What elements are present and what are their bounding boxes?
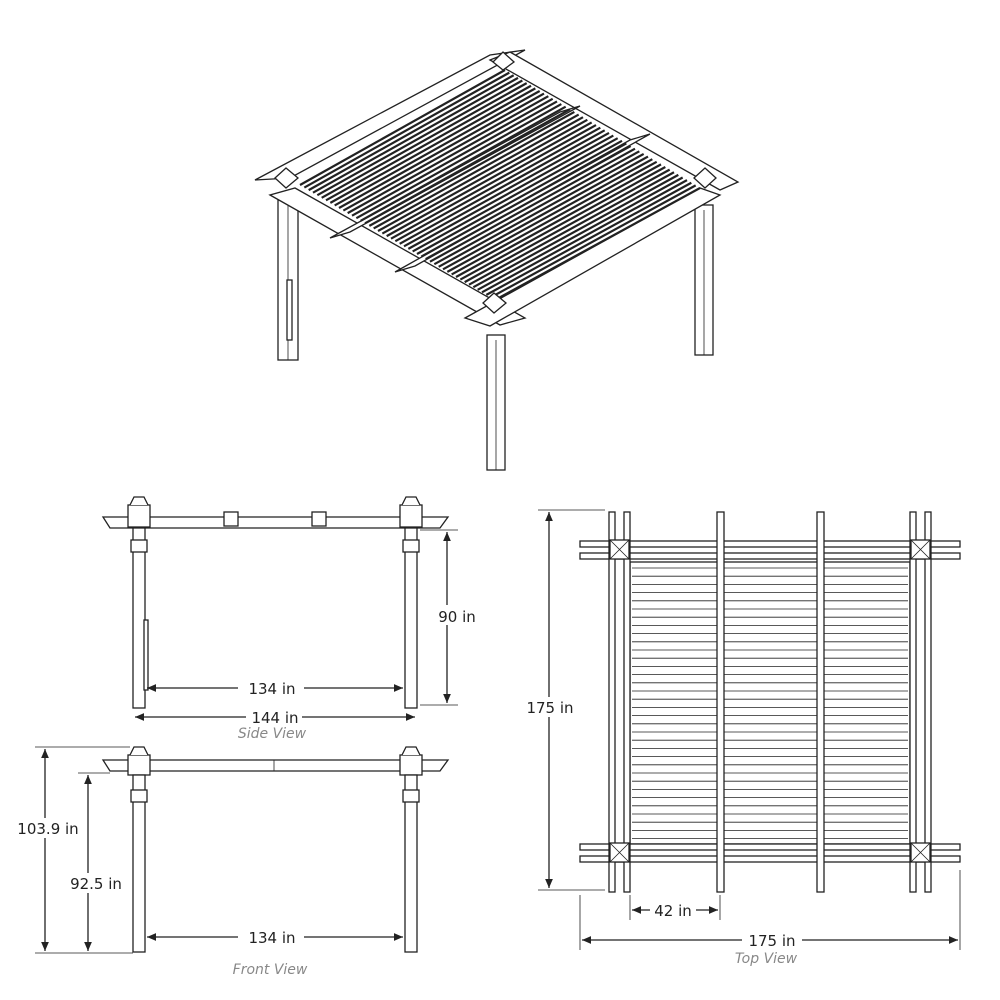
iso-slat [468, 171, 675, 286]
iso-slat [438, 152, 645, 268]
iso-slat [308, 74, 515, 192]
iso-slat [347, 97, 554, 215]
top-view: 175 in 42 in 175 in Top View [520, 509, 961, 967]
iso-slat [464, 168, 671, 284]
iso-post-front [486, 334, 506, 471]
top-post-caps [609, 539, 931, 863]
iso-slat [386, 121, 593, 238]
iso-slat [394, 126, 601, 243]
top-beams [579, 511, 961, 893]
iso-frame [254, 49, 740, 327]
iso-slat [355, 103, 562, 220]
iso-slat [325, 84, 532, 202]
iso-slat [342, 95, 549, 212]
side-outer-width-label: 144 in [251, 709, 298, 727]
iso-slat [416, 139, 623, 255]
iso-slat [399, 129, 606, 245]
iso-slat [303, 71, 510, 189]
iso-slat [381, 118, 588, 235]
iso-post-caps [274, 51, 717, 314]
iso-slat [351, 100, 558, 217]
iso-slat [316, 79, 523, 197]
side-inner-width-label: 134 in [248, 680, 295, 698]
iso-slat [338, 92, 545, 209]
top-view-caption: Top View [735, 951, 798, 967]
iso-slat [420, 142, 627, 258]
iso-slat [485, 181, 692, 296]
iso-slat [390, 124, 597, 240]
front-inner-width-label: 134 in [248, 929, 295, 947]
iso-slat [494, 187, 701, 301]
iso-slat [425, 145, 632, 261]
iso-slat [368, 110, 575, 227]
top-bay-width-label: 42 in [654, 902, 692, 920]
iso-slat [321, 82, 528, 199]
iso-post-right [694, 204, 714, 356]
iso-slat [407, 134, 614, 250]
iso-slat [312, 76, 519, 194]
side-view: 90 in 134 in 144 in Side View [101, 496, 480, 742]
front-view-caption: Front View [233, 962, 308, 978]
iso-slat [299, 69, 506, 186]
iso-slat [403, 131, 610, 248]
iso-slat [442, 155, 649, 271]
iso-slat [477, 176, 684, 291]
iso-slat [433, 150, 640, 266]
iso-slat [455, 163, 662, 278]
iso-slat [451, 160, 658, 276]
front-view: 103.9 in 92.5 in 134 in Front View [15, 746, 450, 978]
front-clear-height-label: 92.5 in [70, 875, 122, 893]
top-width-label: 175 in [748, 932, 795, 950]
iso-slat [429, 147, 636, 263]
iso-slat [364, 108, 571, 225]
iso-slat [412, 137, 619, 253]
iso-slats [299, 69, 701, 301]
iso-slat [446, 158, 653, 273]
top-depth-label: 175 in [526, 699, 573, 717]
front-total-height-label: 103.9 in [17, 820, 78, 838]
iso-slat [490, 184, 697, 299]
top-slats [632, 567, 908, 839]
iso-slat [360, 105, 567, 222]
iso-slat [373, 113, 580, 230]
iso-slat [481, 179, 688, 294]
side-view-caption: Side View [238, 726, 307, 742]
iso-slat [329, 87, 536, 204]
iso-slat [334, 90, 541, 207]
iso-slat [472, 173, 679, 289]
side-height-label: 90 in [438, 608, 476, 626]
iso-slat [459, 166, 666, 281]
iso-post-left [277, 199, 299, 361]
iso-slat [377, 116, 584, 232]
isometric-view [254, 49, 740, 471]
